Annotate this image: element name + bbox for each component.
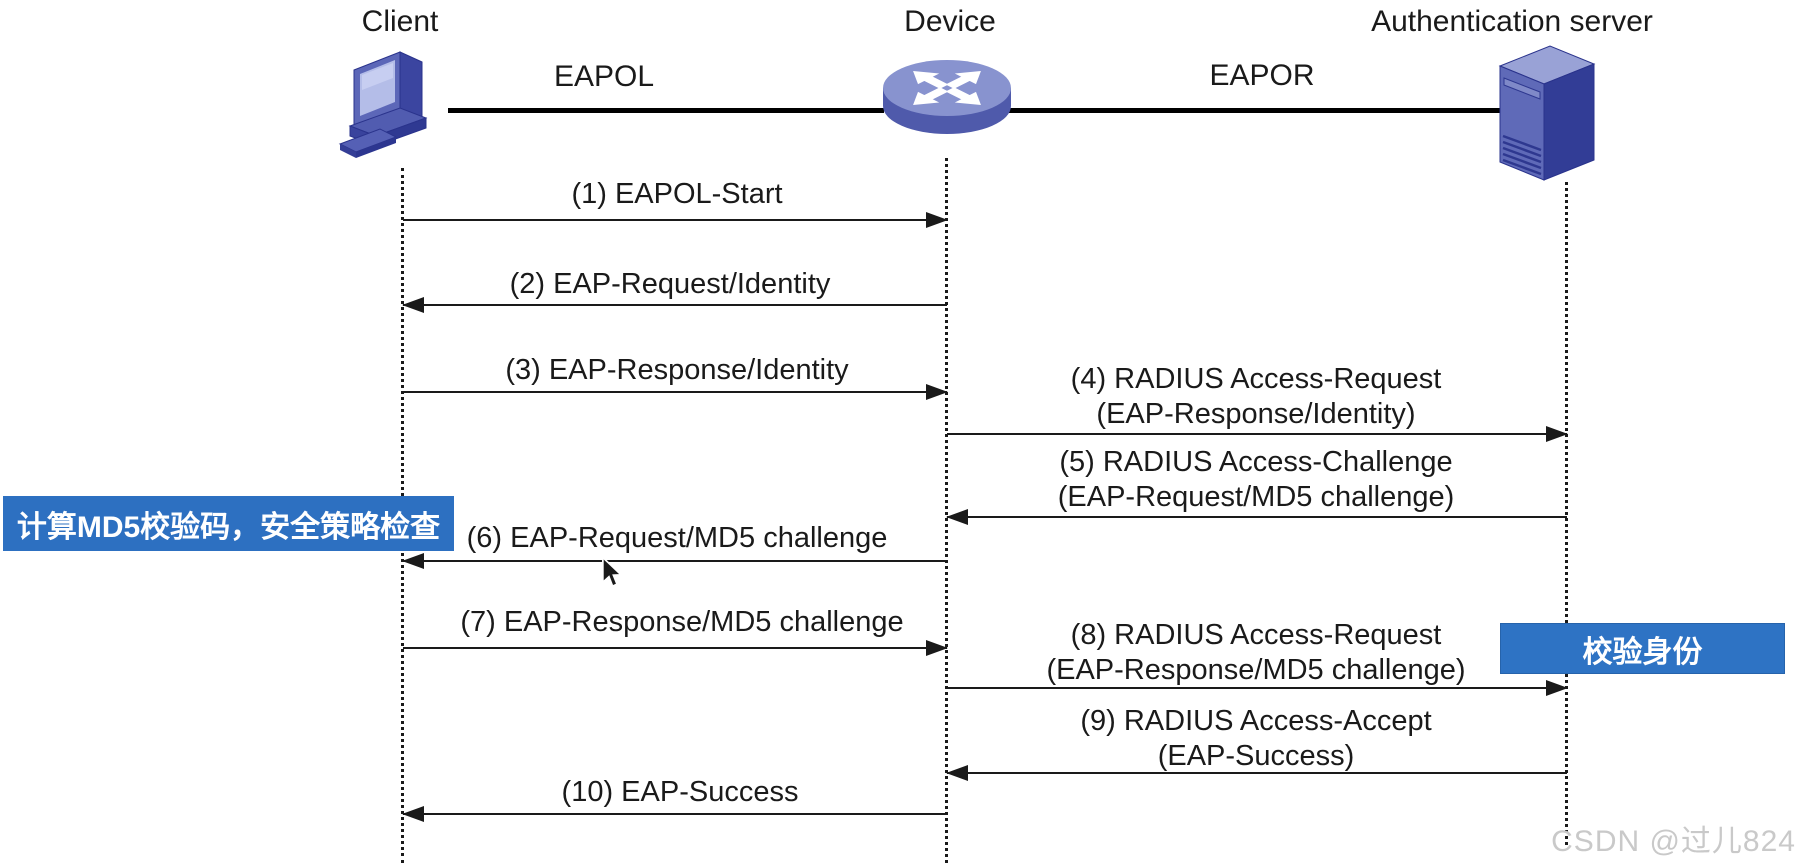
message-7-label: (7) EAP-Response/MD5 challenge <box>460 606 904 638</box>
message-8-label: (8) RADIUS Access-Request (EAP-Response/… <box>1046 619 1466 686</box>
message-2-arrow <box>403 304 947 306</box>
message-9-label: (9) RADIUS Access-Accept (EAP-Success) <box>1080 705 1432 772</box>
device-node-label: Device <box>904 5 996 38</box>
message-1-label: (1) EAPOL-Start <box>571 178 783 210</box>
message-7-arrow <box>403 647 947 649</box>
server-node-label: Authentication server <box>1371 5 1653 38</box>
message-4-label: (4) RADIUS Access-Request (EAP-Response/… <box>1070 363 1442 430</box>
message-5-arrow <box>947 516 1567 518</box>
message-4-arrow <box>947 433 1567 435</box>
eapor-link-line <box>1008 108 1502 113</box>
message-2-label: (2) EAP-Request/Identity <box>509 268 831 300</box>
eapol-link-line <box>448 108 884 113</box>
message-10-label: (10) EAP-Success <box>561 776 799 808</box>
verify-identity-note: 校验身份 <box>1500 623 1785 674</box>
message-1-arrow <box>403 219 947 221</box>
eapol-link-label: EAPOL <box>553 60 655 93</box>
client-node-label: Client <box>361 5 439 38</box>
server-lifeline <box>1565 182 1568 845</box>
message-9-arrow <box>947 772 1567 774</box>
message-10-arrow <box>403 813 947 815</box>
tower-server-icon <box>1498 45 1596 181</box>
message-3-arrow <box>403 391 947 393</box>
desktop-computer-icon <box>338 51 428 158</box>
mouse-cursor-icon <box>602 556 624 588</box>
message-5-label: (5) RADIUS Access-Challenge (EAP-Request… <box>1057 446 1455 513</box>
md5-check-note: 计算MD5校验码，安全策略检查 <box>3 496 454 551</box>
eapor-link-label: EAPOR <box>1209 59 1315 92</box>
message-6-arrow <box>403 560 947 562</box>
message-6-label: (6) EAP-Request/MD5 challenge <box>466 522 888 554</box>
csdn-watermark: CSDN @过儿824 <box>1551 825 1796 858</box>
message-8-arrow <box>947 687 1567 689</box>
message-3-label: (3) EAP-Response/Identity <box>505 354 849 386</box>
router-icon <box>883 60 1011 134</box>
